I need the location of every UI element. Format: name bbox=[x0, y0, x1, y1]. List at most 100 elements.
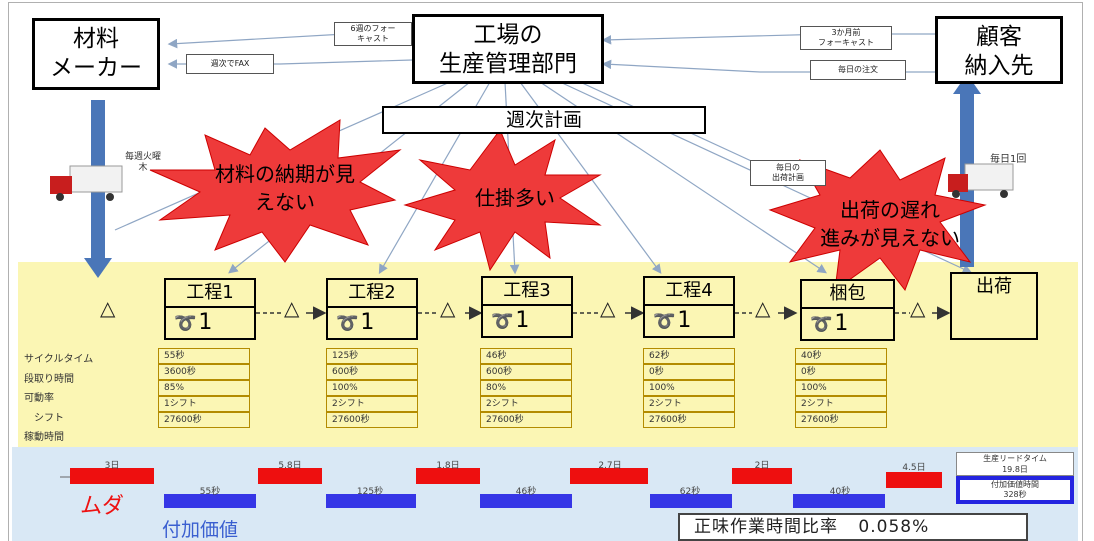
customer-box: 顧客 納入先 bbox=[935, 16, 1063, 84]
shipping-box: 出荷 bbox=[950, 272, 1038, 340]
metric-label: 稼動時間 bbox=[24, 432, 64, 443]
burst-material-text: 材料の納期が見 えない bbox=[195, 160, 375, 216]
inventory-triangle-icon: △ bbox=[755, 296, 771, 320]
burst-shipping-line2: 進みが見えない bbox=[820, 226, 960, 250]
metric-cell: 3600秒 bbox=[158, 364, 250, 380]
lead-time-label: 生産リードタイム bbox=[983, 454, 1047, 463]
metric-cell: 27600秒 bbox=[795, 412, 887, 428]
metric-cell: 600秒 bbox=[326, 364, 418, 380]
weekly-plan-banner: 週次計画 bbox=[382, 106, 706, 134]
operator-count: ➰1 bbox=[491, 310, 529, 333]
operator-count: ➰1 bbox=[810, 313, 848, 336]
process-time-label: 40秒 bbox=[829, 487, 851, 497]
inventory-triangle-icon: △ bbox=[910, 296, 926, 320]
burst-shipping-line1: 出荷の遅れ bbox=[840, 198, 940, 222]
metric-cell: 46秒 bbox=[480, 348, 572, 364]
process-name: 梱包 bbox=[802, 281, 893, 309]
metric-table-4: 62秒 0秒 100% 2シフト 27600秒 bbox=[643, 348, 735, 428]
weekly-fax-box: 週次でFAX bbox=[186, 54, 274, 74]
metric-cell: 27600秒 bbox=[643, 412, 735, 428]
daily-ship-line1: 毎日の bbox=[776, 163, 800, 172]
net-work-ratio-box: 正味作業時間比率 0.058% bbox=[678, 513, 1028, 541]
operator-count: ➰1 bbox=[653, 310, 691, 333]
supplier-truck-line1: 毎週火曜 bbox=[124, 152, 161, 162]
lead-time-value: 19.8日 bbox=[1002, 465, 1028, 474]
supplier-line2: メーカー bbox=[50, 55, 142, 81]
metric-labels: サイクルタイム 段取り時間 可動率 シフト 稼動時間 bbox=[24, 350, 93, 448]
inventory-triangle-icon: △ bbox=[284, 296, 300, 320]
daily-ship-line2: 出荷計画 bbox=[772, 173, 804, 182]
operator-icon: ➰ bbox=[174, 313, 197, 334]
supplier-truck-label: 毎週火曜 木 bbox=[118, 152, 168, 174]
metric-cell: 1シフト bbox=[158, 396, 250, 412]
operator-count: ➰1 bbox=[174, 312, 212, 335]
wait-label: 4.5日 bbox=[902, 463, 926, 473]
metric-cell: 27600秒 bbox=[480, 412, 572, 428]
operator-count-value: 1 bbox=[834, 311, 849, 336]
operator-icon: ➰ bbox=[810, 314, 833, 335]
wait-label: 2日 bbox=[754, 461, 770, 471]
operator-count: ➰1 bbox=[336, 312, 374, 335]
wait-label: 5.8日 bbox=[278, 461, 302, 471]
metric-cell: 100% bbox=[643, 380, 735, 396]
waste-bar bbox=[416, 468, 480, 484]
inventory-triangle-icon: △ bbox=[440, 296, 456, 320]
daily-ship-box: 毎日の 出荷計画 bbox=[750, 160, 826, 186]
value-added-bar bbox=[650, 494, 732, 508]
metric-cell: 100% bbox=[795, 380, 887, 396]
waste-bar bbox=[70, 468, 154, 484]
legend-waste: ムダ bbox=[80, 494, 125, 519]
burst-material-line2: えない bbox=[255, 190, 315, 214]
metric-cell: 2シフト bbox=[326, 396, 418, 412]
legend-value-added: 付加価値 bbox=[162, 519, 239, 541]
inventory-triangle-icon: △ bbox=[100, 296, 116, 320]
process-name: 工程2 bbox=[328, 280, 416, 308]
waste-bar bbox=[570, 468, 648, 484]
value-added-bar bbox=[164, 494, 256, 508]
forecast3-line1: 3か月前 bbox=[831, 28, 861, 37]
waste-bar bbox=[258, 468, 322, 484]
process-time-label: 125秒 bbox=[356, 487, 384, 497]
shipping-label: 出荷 bbox=[976, 276, 1012, 297]
forecast3-line2: フォーキャスト bbox=[818, 38, 874, 47]
burst-shipping-text: 出荷の遅れ 進みが見えない bbox=[790, 196, 990, 252]
operator-count-value: 1 bbox=[360, 310, 375, 335]
value-added-time-box: 付加価値時間 328秒 bbox=[956, 476, 1074, 504]
operator-icon: ➰ bbox=[336, 313, 359, 334]
operator-count-value: 1 bbox=[515, 308, 530, 333]
metric-label: シフト bbox=[34, 412, 64, 424]
forecast6-box: 6週のフォー キャスト bbox=[334, 22, 412, 46]
metric-table-1: 55秒 3600秒 85% 1シフト 27600秒 bbox=[158, 348, 250, 428]
control-line2: 生産管理部門 bbox=[439, 51, 577, 77]
metric-cell: 27600秒 bbox=[158, 412, 250, 428]
process-box-2: 工程2 ➰1 bbox=[326, 278, 418, 340]
waste-bar bbox=[732, 468, 792, 484]
metric-cell: 85% bbox=[158, 380, 250, 396]
supplier-line1: 材料 bbox=[73, 26, 119, 52]
supplier-truck-line2: 木 bbox=[138, 163, 148, 173]
forecast3-box: 3か月前 フォーキャスト bbox=[800, 26, 892, 50]
metric-cell: 2シフト bbox=[795, 396, 887, 412]
burst-wip-text: 仕掛多い bbox=[475, 186, 555, 210]
metric-table-5: 40秒 0秒 100% 2シフト 27600秒 bbox=[795, 348, 887, 428]
waste-bar bbox=[886, 472, 942, 488]
metric-label: サイクルタイム bbox=[24, 354, 94, 365]
control-box: 工場の 生産管理部門 bbox=[412, 14, 604, 84]
supplier-truck-shape bbox=[50, 165, 123, 201]
customer-line1: 顧客 bbox=[976, 24, 1022, 50]
metric-table-3: 46秒 600秒 80% 2シフト 27600秒 bbox=[480, 348, 572, 428]
value-added-time-label: 付加価値時間 bbox=[991, 480, 1039, 489]
metric-cell: 80% bbox=[480, 380, 572, 396]
wait-label: 3日 bbox=[104, 461, 120, 471]
diagram-frame bbox=[8, 2, 1083, 541]
ratio-label: 正味作業時間比率 bbox=[694, 517, 838, 537]
metric-cell: 600秒 bbox=[480, 364, 572, 380]
process-box-1: 工程1 ➰1 bbox=[164, 278, 256, 340]
metric-cell: 0秒 bbox=[643, 364, 735, 380]
daily-order-box: 毎日の注文 bbox=[810, 60, 906, 80]
wait-label: 2.7日 bbox=[598, 461, 622, 471]
process-name: 工程4 bbox=[645, 278, 733, 306]
customer-truck-shape bbox=[948, 163, 1014, 198]
wait-label: 1.8日 bbox=[436, 461, 460, 471]
metric-cell: 27600秒 bbox=[326, 412, 418, 428]
